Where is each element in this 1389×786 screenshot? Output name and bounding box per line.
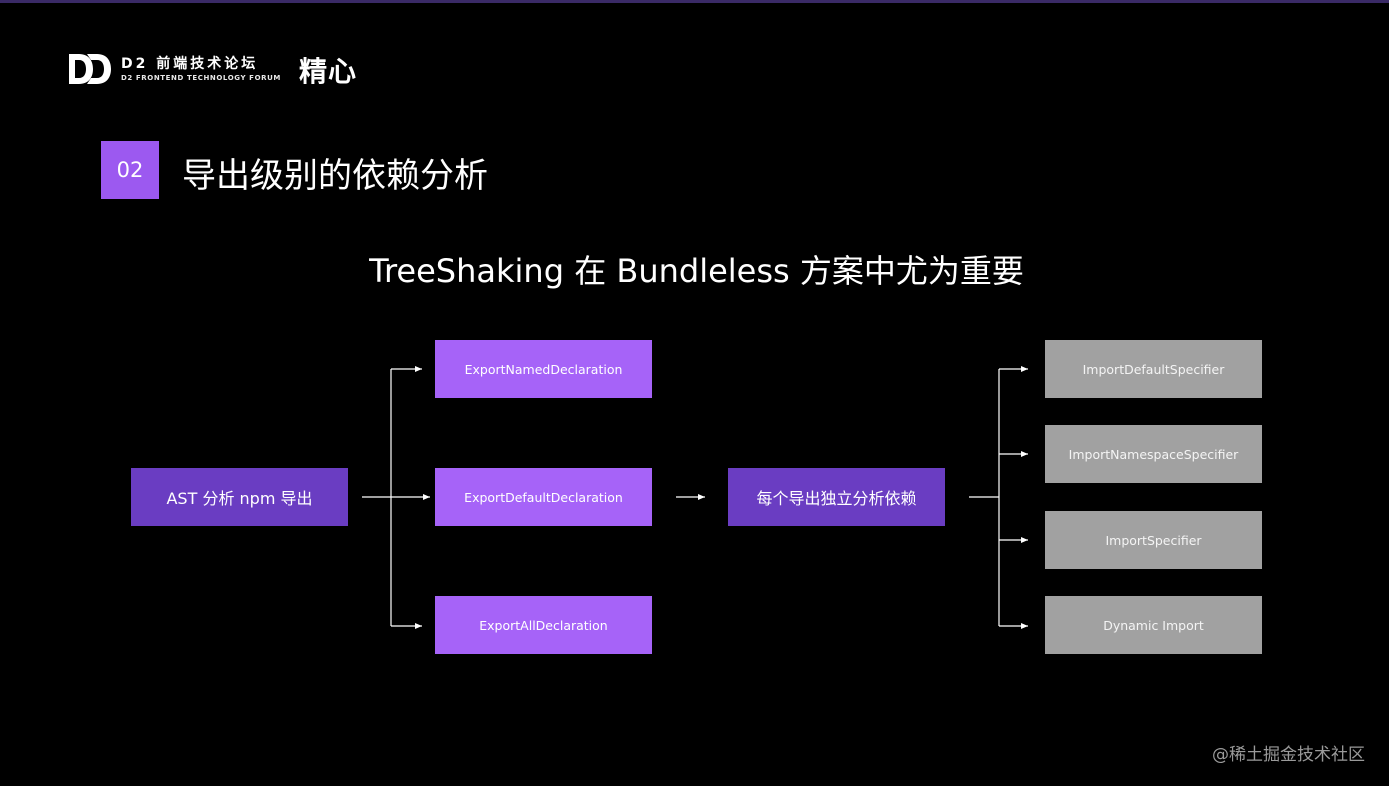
dependency-analyzer-box: 每个导出独立分析依赖 [728, 468, 945, 526]
logo-brand-calligraphy: 精心 [299, 55, 358, 88]
export-all-declaration-box: ExportAllDeclaration [435, 596, 652, 654]
slide-subtitle: TreeShaking 在 Bundleless 方案中尤为重要 [369, 252, 1024, 290]
watermark: @稀土掘金技术社区 [1212, 745, 1365, 765]
section-number-badge: 02 [101, 141, 159, 199]
logo-english-name: D2 FRONTEND TECHNOLOGY FORUM [121, 74, 281, 82]
logo-name: D2 前端技术论坛 [121, 56, 259, 72]
export-default-declaration-box: ExportDefaultDeclaration [435, 468, 652, 526]
import-default-specifier-box: ImportDefaultSpecifier [1045, 340, 1262, 398]
import-specifier-box: ImportSpecifier [1045, 511, 1262, 569]
dynamic-import-box: Dynamic Import [1045, 596, 1262, 654]
top-accent-line [0, 0, 1389, 3]
d2-forum-logo: D2 前端技术论坛 D2 FRONTEND TECHNOLOGY FORUM 精… [67, 48, 387, 98]
d2-logo-icon [69, 54, 111, 84]
section-title: 导出级别的依赖分析 [182, 156, 488, 196]
ast-source-box: AST 分析 npm 导出 [131, 468, 348, 526]
import-namespace-specifier-box: ImportNamespaceSpecifier [1045, 425, 1262, 483]
export-named-declaration-box: ExportNamedDeclaration [435, 340, 652, 398]
